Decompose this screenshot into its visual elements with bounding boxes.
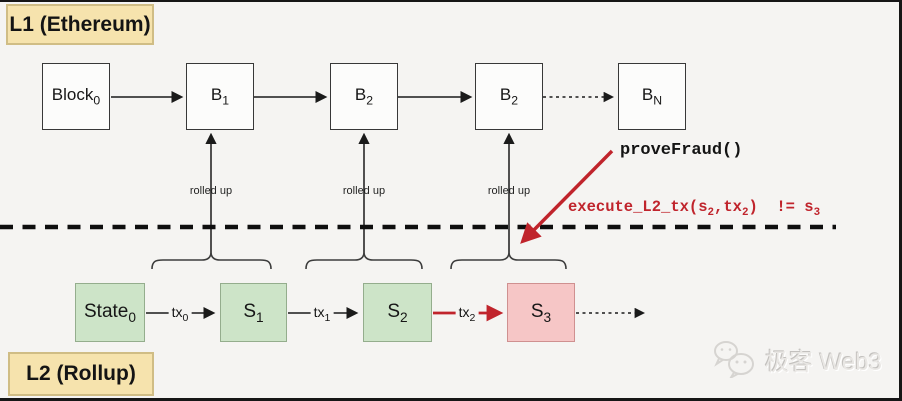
screenshot-bottom-border xyxy=(0,398,902,401)
l2-state-s3-fraudulent: S3 xyxy=(507,283,575,342)
l2-state-0: State0 xyxy=(75,283,145,342)
tx-label-0: tx0 xyxy=(168,304,192,324)
l1-layer-label: L1 (Ethereum) xyxy=(6,4,154,45)
block-label: BN xyxy=(641,85,663,108)
fraud-formula: execute_L2_tx(s2,tx2) != s3 xyxy=(568,198,821,220)
rolled-up-label-3: rolled up xyxy=(487,185,531,197)
tx-label-1: tx1 xyxy=(310,304,334,324)
batch-brace-3 xyxy=(450,252,567,270)
screenshot-top-border xyxy=(0,0,902,2)
screenshot-right-border xyxy=(899,0,902,401)
tx-label-2: tx2 xyxy=(455,304,479,324)
batch-brace-1 xyxy=(151,252,272,270)
wechat-chat-bubbles-icon xyxy=(714,341,754,378)
block-label: Block0 xyxy=(51,85,101,108)
prove-fraud-label: proveFraud() xyxy=(620,141,743,160)
block-label: B1 xyxy=(210,85,230,108)
state-label: S3 xyxy=(530,300,552,325)
l2-state-s2: S2 xyxy=(363,283,432,342)
l1-block-genesis: Block0 xyxy=(42,63,110,130)
l1-block-b1: B1 xyxy=(186,63,254,130)
watermark-text: 极客 Web3 xyxy=(765,348,882,376)
l1-block-b2-second: B2 xyxy=(475,63,543,130)
rolled-up-label-2: rolled up xyxy=(342,185,386,197)
l1-block-bn: BN xyxy=(618,63,686,130)
state-label: S1 xyxy=(243,300,264,325)
l2-state-s1: S1 xyxy=(220,283,287,342)
block-label: B2 xyxy=(354,85,374,108)
state-label: State0 xyxy=(84,300,136,325)
batch-brace-2 xyxy=(305,252,423,270)
l1-block-b2: B2 xyxy=(330,63,398,130)
watermark: 极客 Web3 xyxy=(712,340,882,378)
block-label: B2 xyxy=(499,85,519,108)
rolled-up-label-1: rolled up xyxy=(189,185,233,197)
state-label: S2 xyxy=(387,300,408,325)
l2-layer-label: L2 (Rollup) xyxy=(8,352,154,396)
fraud-proof-arrow xyxy=(520,149,614,244)
